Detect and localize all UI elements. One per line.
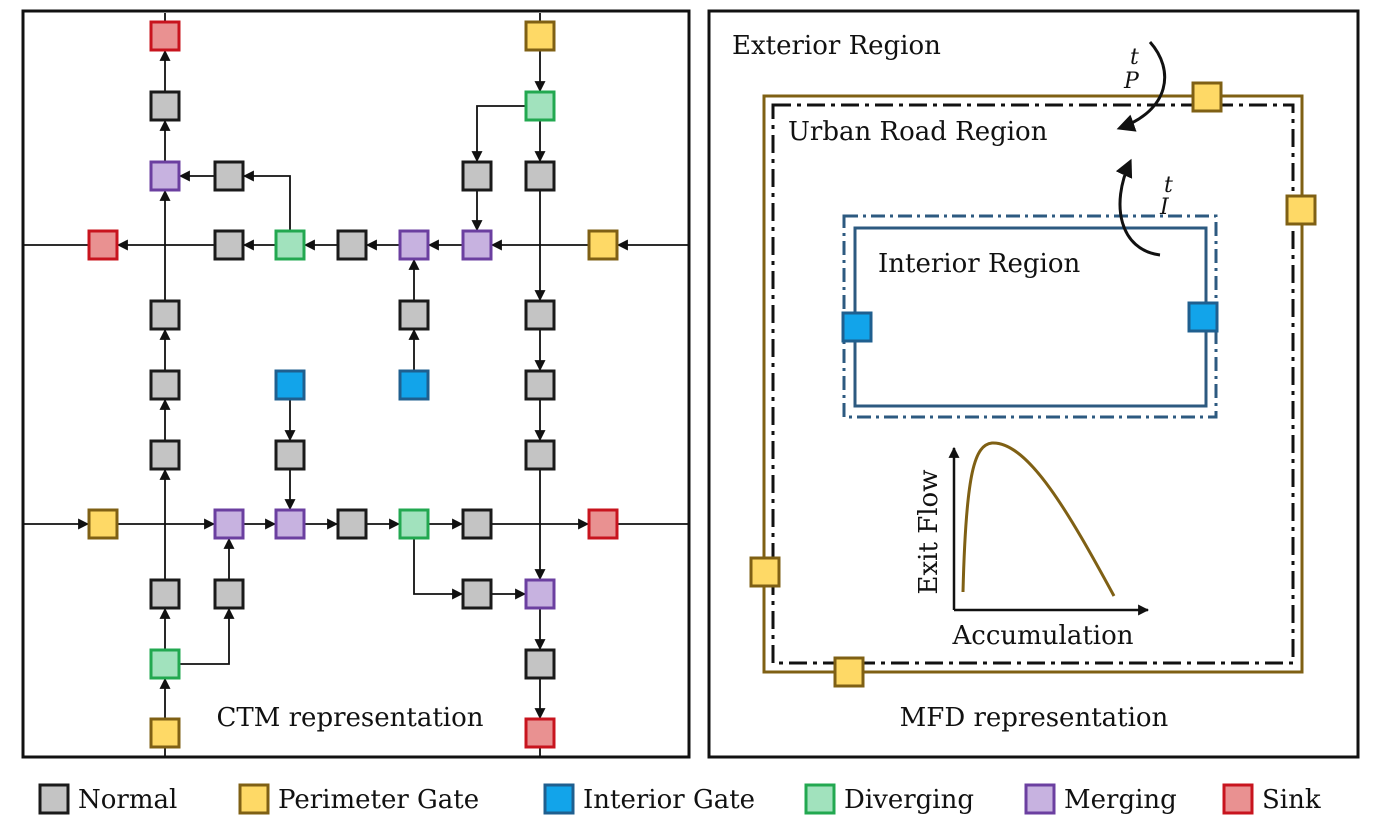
legend-label-normal: Normal [78,785,177,815]
ctm-cell-normal [524,439,556,471]
ctm-cell-diverging [524,90,556,122]
ctm-cell-normal [524,369,556,401]
ti-transfer-arrow [1115,158,1161,257]
mfd-curve [961,441,1116,597]
ctm-cell-merging [274,508,306,540]
interior-region-border [842,214,1218,419]
ctm-cell-normal [149,439,181,471]
ctm-cell-perimeter [149,717,181,749]
mfd-gate-cells [749,81,1317,688]
tp-transfer-arrow [1116,41,1167,132]
interior-region-label: Interior Region [878,249,1081,279]
ctm-cell-perimeter [524,20,556,52]
mfd-perimeter-gate [833,656,865,688]
ctm-panel-frame [21,9,691,759]
tp-subscript: P [1123,69,1140,94]
ctm-cell-merging [524,578,556,610]
ctm-links [23,13,689,757]
ctm-link-elbow [413,539,464,600]
legend-label-merging: Merging [1064,785,1177,815]
legend-label-diverging: Diverging [844,785,974,815]
ctm-cell-sink [149,20,181,52]
ti-symbol: t [1164,173,1173,198]
ctm-cell-diverging [274,229,306,261]
mfd-perimeter-gate [1285,194,1317,226]
mfd-interior-gate [841,311,873,343]
legend-label-perimeter: Perimeter Gate [278,785,479,815]
ctm-cell-normal [213,229,245,261]
ctm-cell-normal [461,578,493,610]
ctm-caption: CTM representation [217,703,484,733]
ctm-cell-normal [213,578,245,610]
ctm-cell-merging [461,229,493,261]
ctm-cell-normal [461,160,493,192]
ctm-cell-merging [149,160,181,192]
ctm-cell-normal [461,508,493,540]
ctm-cell-sink [524,717,556,749]
ctm-link-elbow [242,170,291,230]
ctm-cell-normal [149,90,181,122]
ctm-cell-perimeter [87,508,119,540]
legend-swatch-perimeter [238,783,270,815]
mfd-xlabel: Accumulation [951,621,1133,651]
legend-swatch-sink [1222,783,1254,815]
ctm-cell-merging [398,229,430,261]
ctm-cell-merging [213,508,245,540]
ctm-cell-perimeter [587,229,619,261]
ctm-cell-normal [524,648,556,680]
ctm-cell-normal [336,229,368,261]
ctm-cell-normal [336,508,368,540]
tp-symbol: t [1130,45,1139,70]
ctm-cell-normal [149,369,181,401]
mfd-perimeter-gate [1191,81,1223,113]
legend-label-sink: Sink [1262,785,1321,815]
ctm-cell-sink [87,229,119,261]
ctm-cell-normal [398,299,430,331]
ctm-cell-normal [149,578,181,610]
legend-label-interior: Interior Gate [583,785,755,815]
ctm-cell-sink [587,508,619,540]
ctm-cell-diverging [398,508,430,540]
mfd-ylabel: Exit Flow [914,470,944,595]
exterior-region-label: Exterior Region [732,31,941,61]
ctm-cell-interior [398,369,430,401]
ctm-link-elbow [180,607,235,665]
legend-swatch-normal [38,783,70,815]
mfd-perimeter-gate [749,556,781,588]
ctm-cells [87,20,619,749]
urban-road-region-border [762,94,1304,674]
ctm-cell-normal [524,299,556,331]
mfd-plot: Exit Flow Accumulation [914,441,1150,651]
mfd-caption: MFD representation [900,703,1169,733]
ctm-cell-normal [213,160,245,192]
mfd-interior-gate [1187,301,1219,333]
ctm-link-elbow [471,105,525,163]
ctm-cell-diverging [149,648,181,680]
legend-swatch-merging [1024,783,1056,815]
ctm-cell-interior [274,369,306,401]
ctm-cell-normal [524,160,556,192]
urban-road-region-label: Urban Road Region [788,117,1048,147]
ctm-cell-normal [149,299,181,331]
mfd-panel-frame [707,9,1360,759]
legend-swatch-interior [543,783,575,815]
legend-swatch-diverging [804,783,836,815]
legend: Normal Perimeter Gate Interior Gate Dive… [38,783,1321,815]
ti-subscript: I [1159,195,1170,220]
ctm-cell-normal [274,439,306,471]
